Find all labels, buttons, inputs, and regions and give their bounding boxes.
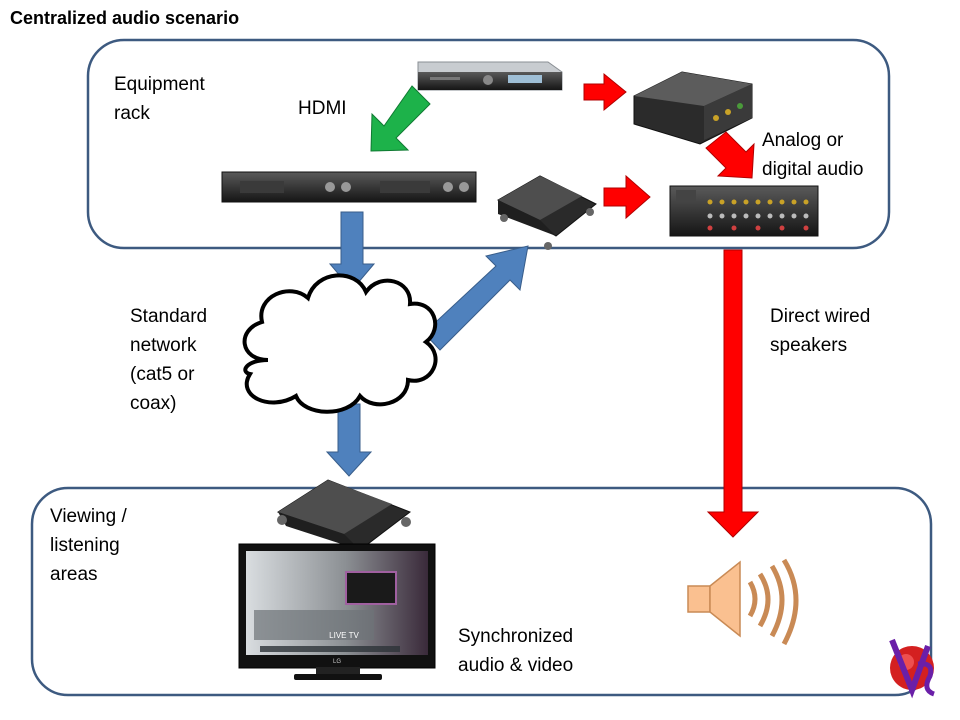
- disc-player: [417, 61, 563, 91]
- red-arrow-direct-wired: [706, 249, 760, 538]
- direct-wired-speakers-label: Direct wired speakers: [770, 306, 871, 356]
- hdmi-label: HDMI: [298, 98, 347, 119]
- rack-matrix-unit: [221, 171, 477, 203]
- tv-overlay-text: LIVE TV: [329, 631, 359, 640]
- amplifier: [669, 185, 819, 237]
- red-arrow-receiver-to-amp: [603, 174, 651, 220]
- blue-arrow-network-to-receiver: [423, 245, 529, 351]
- analog-digital-audio-label: Analog or digital audio: [762, 130, 864, 180]
- speaker-icon: [687, 558, 799, 646]
- blue-arrow-network-to-display: [325, 403, 373, 477]
- network-receiver-rack: [497, 175, 597, 250]
- tv-brand-text: LG: [333, 659, 341, 665]
- equipment-rack-label: Equipment rack: [114, 74, 205, 124]
- hdmi-arrow: [370, 85, 431, 152]
- red-arrow-converter-to-amp: [705, 131, 755, 179]
- viewing-areas-label: Viewing / listening areas: [50, 506, 127, 585]
- brand-logo: [889, 638, 935, 699]
- blue-arrow-rack-to-network: [328, 211, 376, 291]
- standard-network-label: Standard network (cat5 or coax): [130, 306, 208, 414]
- network-cloud: [242, 273, 438, 414]
- page-title: Centralized audio scenario: [10, 8, 240, 28]
- television: [238, 543, 436, 680]
- network-receiver-display: [276, 479, 412, 565]
- red-arrow-player-to-converter: [583, 72, 627, 112]
- synchronized-label: Synchronized audio & video: [458, 626, 574, 676]
- audio-converter: [633, 71, 753, 145]
